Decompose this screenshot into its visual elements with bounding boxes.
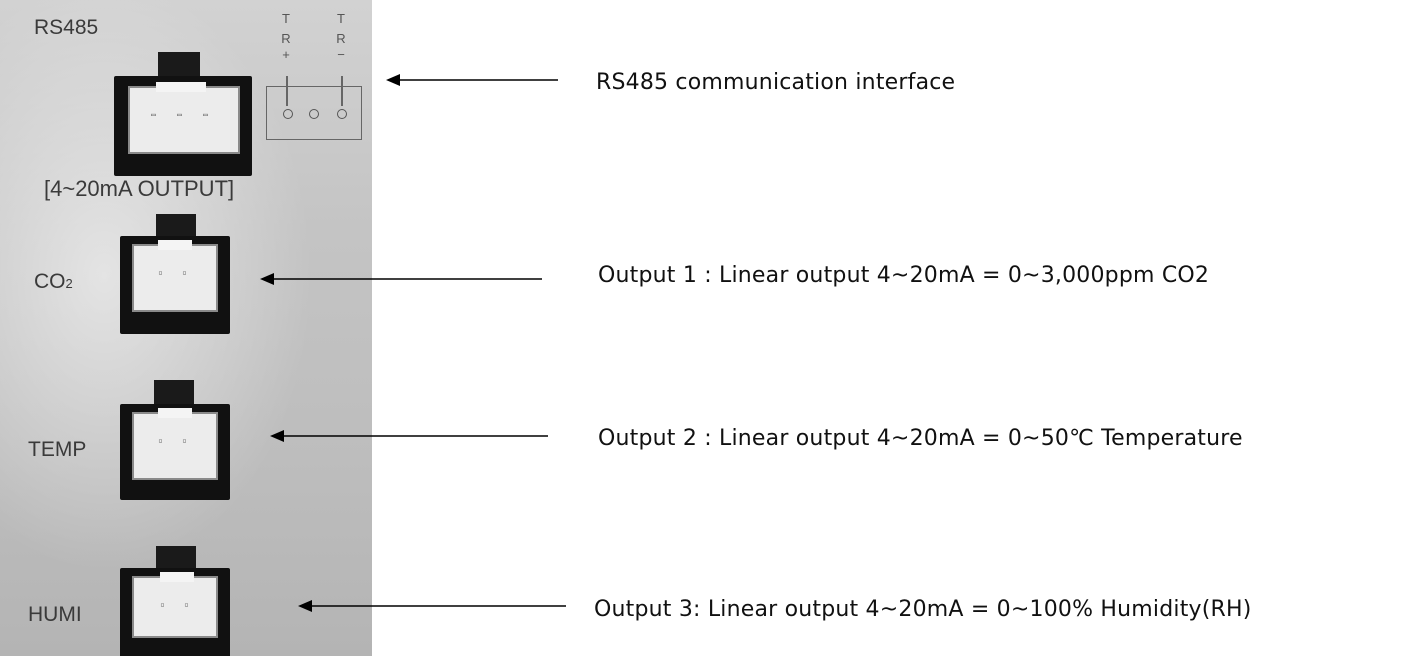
device-panel-photo: RS485 T R + T R − ▭ ▭ ▭ [4~20mA OUTPUT] … [0, 0, 372, 656]
arrow-left-icon [260, 273, 542, 285]
terminal-pin [309, 109, 319, 119]
arrow-left-icon [298, 600, 566, 612]
output3-annotation: Output 3: Linear output 4~20mA = 0~100% … [594, 597, 1252, 622]
output2-annotation: Output 2 : Linear output 4~20mA = 0~50℃ … [598, 426, 1243, 451]
terminal-left-marking: T R + [281, 11, 291, 62]
terminal-pin [283, 109, 293, 119]
rs485-panel-label: RS485 [34, 16, 99, 39]
terminal-pin [337, 109, 347, 119]
terminal-right-marking: T R − [336, 11, 346, 62]
terminal-block [266, 86, 362, 140]
humi-panel-label: HUMI [28, 603, 82, 626]
output1-annotation: Output 1 : Linear output 4~20mA = 0~3,00… [598, 263, 1210, 288]
output-header-label: [4~20mA OUTPUT] [44, 176, 235, 201]
arrow-left-icon [386, 74, 558, 86]
arrow-left-icon [270, 430, 548, 442]
temp-panel-label: TEMP [28, 438, 87, 461]
rs485-annotation: RS485 communication interface [596, 70, 956, 95]
co2-panel-label: CO2 [34, 270, 73, 293]
